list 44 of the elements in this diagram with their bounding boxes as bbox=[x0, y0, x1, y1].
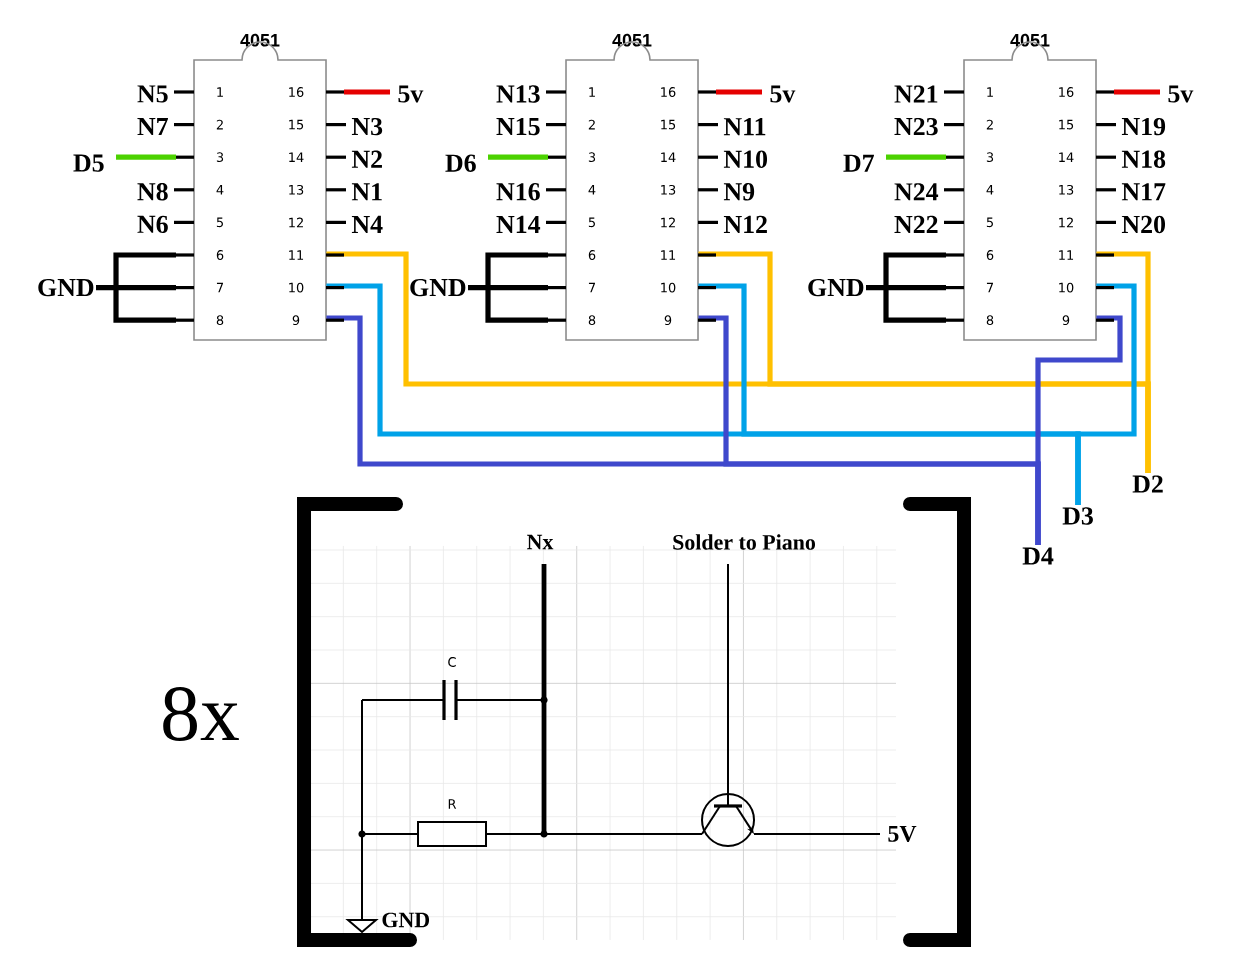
net-label: N5 bbox=[137, 85, 168, 103]
net-label: 5v bbox=[398, 85, 424, 103]
net-label: GND bbox=[808, 278, 864, 297]
net-label: GND bbox=[382, 912, 430, 928]
net-label: N10 bbox=[723, 150, 768, 168]
net-label: N20 bbox=[1121, 215, 1166, 234]
wire bbox=[1035, 315, 1123, 546]
net-label: GND bbox=[410, 278, 466, 297]
net-label: N1 bbox=[351, 183, 382, 201]
wire bbox=[1096, 251, 1151, 473]
net-label: N23 bbox=[894, 117, 938, 136]
net-label: N8 bbox=[137, 183, 168, 201]
net-label: 5v bbox=[1168, 85, 1194, 103]
net-label: N15 bbox=[496, 117, 540, 136]
net-label: N22 bbox=[894, 215, 938, 233]
net-label: D4 bbox=[1022, 547, 1054, 565]
net-label: D6 bbox=[445, 154, 476, 172]
net-label: N7 bbox=[137, 118, 168, 136]
net-label: 5V bbox=[888, 825, 917, 842]
net-label: N3 bbox=[351, 117, 383, 136]
net-label: N19 bbox=[1121, 117, 1166, 136]
net-label: N14 bbox=[496, 215, 541, 233]
net-label: N4 bbox=[351, 215, 383, 233]
net-label: N2 bbox=[351, 150, 382, 168]
net-label: D7 bbox=[843, 154, 874, 172]
net-label: D5 bbox=[73, 154, 104, 172]
net-label: N18 bbox=[1121, 150, 1166, 168]
wire bbox=[1075, 283, 1137, 505]
net-label: N17 bbox=[1121, 183, 1166, 201]
net-label: N11 bbox=[723, 118, 766, 136]
net-label: Nx bbox=[527, 534, 554, 550]
net-label: N13 bbox=[496, 85, 540, 103]
net-label: D3 bbox=[1062, 507, 1093, 525]
net-label: N24 bbox=[894, 183, 939, 201]
net-label: D2 bbox=[1132, 475, 1163, 493]
net-label: N9 bbox=[723, 183, 755, 201]
multiplier-label: 8x bbox=[163, 687, 239, 741]
net-label: GND bbox=[38, 278, 94, 297]
net-label: 5v bbox=[770, 85, 796, 103]
net-label: N21 bbox=[894, 85, 938, 103]
net-label: Solder to Piano bbox=[673, 534, 816, 550]
net-label: N6 bbox=[137, 215, 168, 234]
net-label: N16 bbox=[496, 183, 540, 201]
net-label: N12 bbox=[723, 215, 767, 233]
